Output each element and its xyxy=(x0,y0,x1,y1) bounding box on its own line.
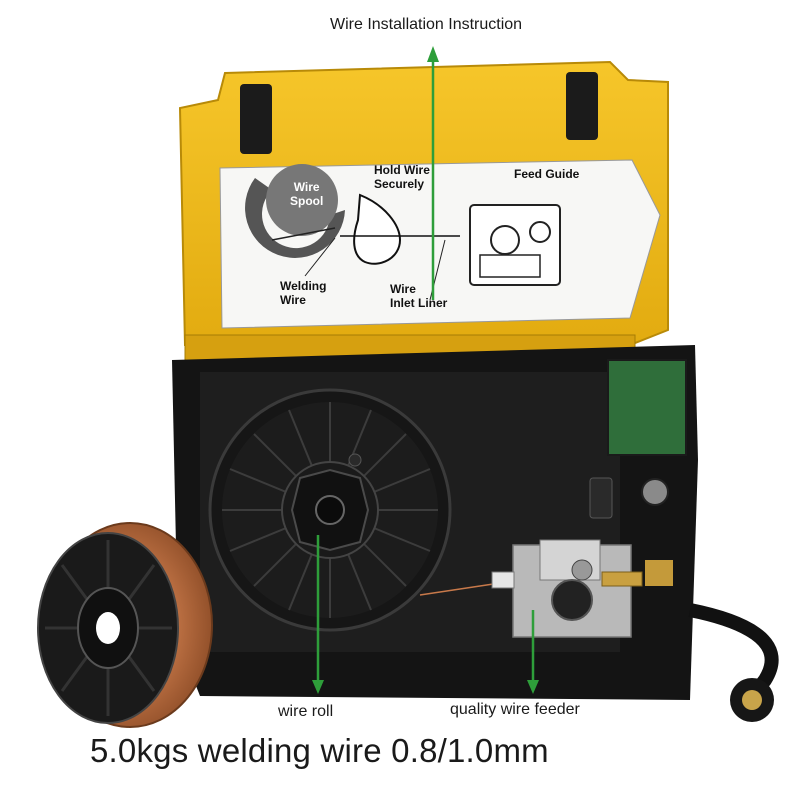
diagram-welding-label: Welding Wire xyxy=(280,279,326,307)
diagram-hold-line2: Securely xyxy=(374,177,425,191)
diagram-welding-line1: Welding xyxy=(280,279,327,293)
diagram-inlet-label: Wire Inlet Liner xyxy=(390,282,447,310)
instruction-sticker xyxy=(219,159,661,329)
title-arrowhead xyxy=(427,46,439,62)
wire-spec-caption: 5.0kgs welding wire 0.8/1.0mm xyxy=(90,732,549,769)
diagram-inlet-line2: Inlet Liner xyxy=(390,296,448,310)
diagram-hold-line1: Hold Wire xyxy=(374,163,430,177)
copper-wire-spool xyxy=(37,522,213,728)
wire-roll xyxy=(208,388,452,632)
diagram-hold-label: Hold Wire Securely xyxy=(374,163,430,191)
diagram-feed-guide-label: Feed Guide xyxy=(514,167,580,181)
annotation-arrows xyxy=(312,46,539,694)
lid-latch-right xyxy=(566,72,598,140)
lid-latch-left xyxy=(240,84,272,154)
wire-feeder-label: quality wire feeder xyxy=(450,701,580,718)
instruction-title: Wire Installation Instruction xyxy=(330,16,523,33)
circuit-board xyxy=(607,359,687,456)
diagram-spool-line2: Spool xyxy=(290,194,324,208)
diagram-inlet-line1: Wire xyxy=(390,282,416,296)
feeder-arrowhead xyxy=(527,680,539,694)
roll-arrowhead xyxy=(312,680,324,694)
wire-roll-label: wire roll xyxy=(278,703,334,720)
diagram-welding-line2: Wire xyxy=(280,293,306,307)
diagram-spool-line1: Wire xyxy=(293,180,320,194)
diagram-spool-label: Wire Spool xyxy=(290,180,323,208)
